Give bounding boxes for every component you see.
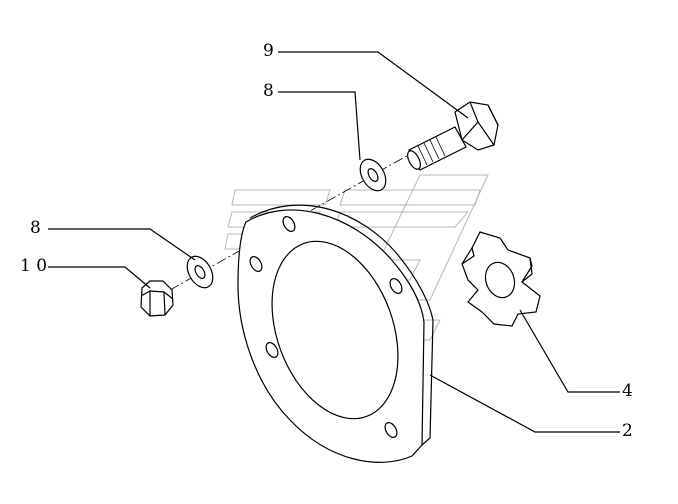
bolt-thread-lines <box>417 136 446 166</box>
label-bolt: 9 <box>263 41 274 61</box>
label-washer-lower: 8 <box>30 218 41 238</box>
label-star-coupling: 4 <box>622 381 633 401</box>
nut-part <box>140 280 174 317</box>
washer-lower-part <box>186 255 214 289</box>
label-washer-upper: 8 <box>263 81 274 101</box>
label-nut: 1 0 <box>20 256 47 276</box>
bolt-part <box>407 101 499 171</box>
star-coupling-part <box>461 231 541 327</box>
washer-upper-part <box>359 158 387 192</box>
label-flange-plate: 2 <box>622 421 633 441</box>
flange-plate-part <box>237 204 434 463</box>
leader-lines <box>48 51 620 433</box>
